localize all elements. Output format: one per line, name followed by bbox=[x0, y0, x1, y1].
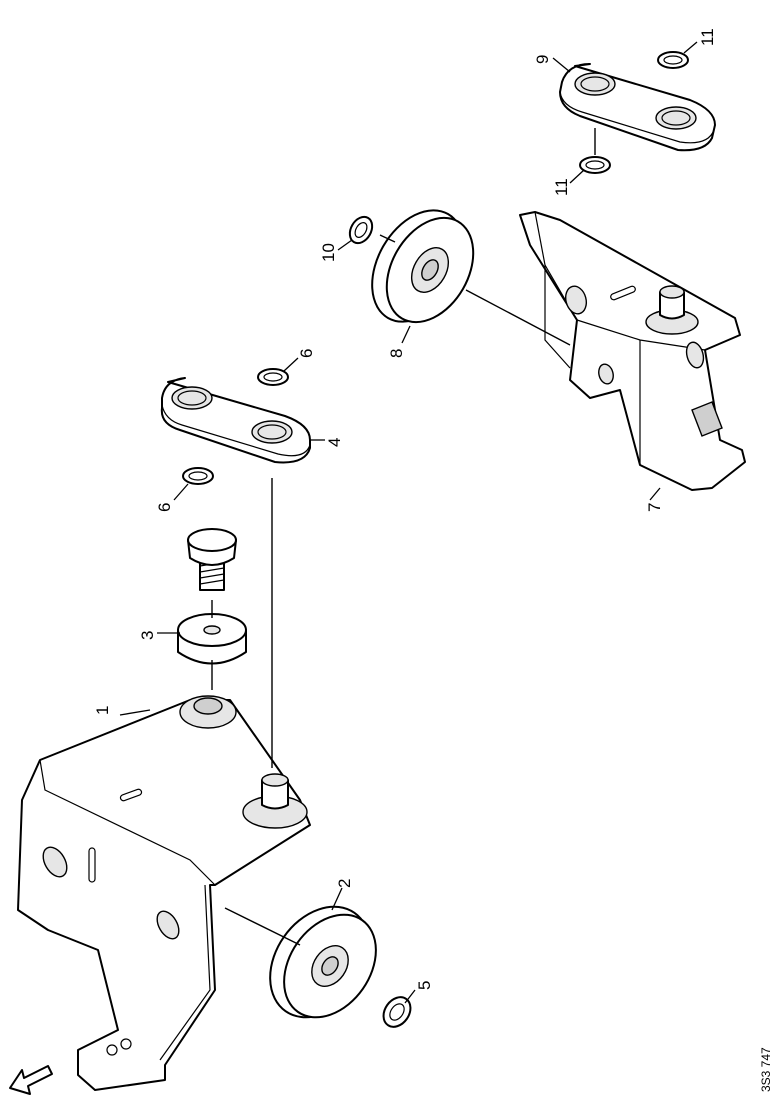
part-3-spacer bbox=[177, 613, 247, 665]
leader-lines bbox=[119, 41, 698, 1004]
callout-10: 10 bbox=[319, 243, 338, 262]
part-11-clip-upper bbox=[657, 51, 689, 69]
callout-4: 4 bbox=[325, 438, 344, 447]
bolt bbox=[187, 528, 237, 591]
arrow-left-down-icon bbox=[9, 1065, 53, 1095]
callout-11-upper: 11 bbox=[698, 28, 717, 46]
part-5-retaining-clip bbox=[382, 996, 412, 1028]
callout-11-lower: 11 bbox=[552, 178, 571, 196]
callout-3: 3 bbox=[138, 631, 157, 640]
assembly-lines bbox=[211, 128, 596, 946]
callout-2: 2 bbox=[335, 879, 354, 888]
callout-5: 5 bbox=[415, 981, 434, 990]
callout-1: 1 bbox=[93, 706, 112, 715]
part-8-roller bbox=[371, 209, 475, 324]
part-7-bracket bbox=[519, 211, 746, 491]
callout-6-lower: 6 bbox=[155, 503, 174, 512]
part-4-link-plate bbox=[160, 377, 311, 464]
callout-9: 9 bbox=[533, 55, 552, 64]
drawing-number: 3S3 747 bbox=[759, 1047, 773, 1092]
callout-6-upper: 6 bbox=[297, 349, 316, 358]
callout-8: 8 bbox=[387, 349, 406, 358]
part-6-clip-lower bbox=[182, 467, 214, 485]
part-1-bracket bbox=[17, 695, 311, 1091]
part-6-clip-upper bbox=[257, 368, 289, 386]
part-2-roller bbox=[269, 905, 377, 1019]
part-11-clip-lower bbox=[579, 156, 611, 174]
callout-7: 7 bbox=[645, 503, 664, 512]
callout-labels: 1 2 3 4 5 6 6 7 8 9 10 11 11 bbox=[93, 28, 717, 990]
part-9-link-plate bbox=[559, 63, 716, 152]
part-10-retaining-clip bbox=[348, 215, 374, 245]
